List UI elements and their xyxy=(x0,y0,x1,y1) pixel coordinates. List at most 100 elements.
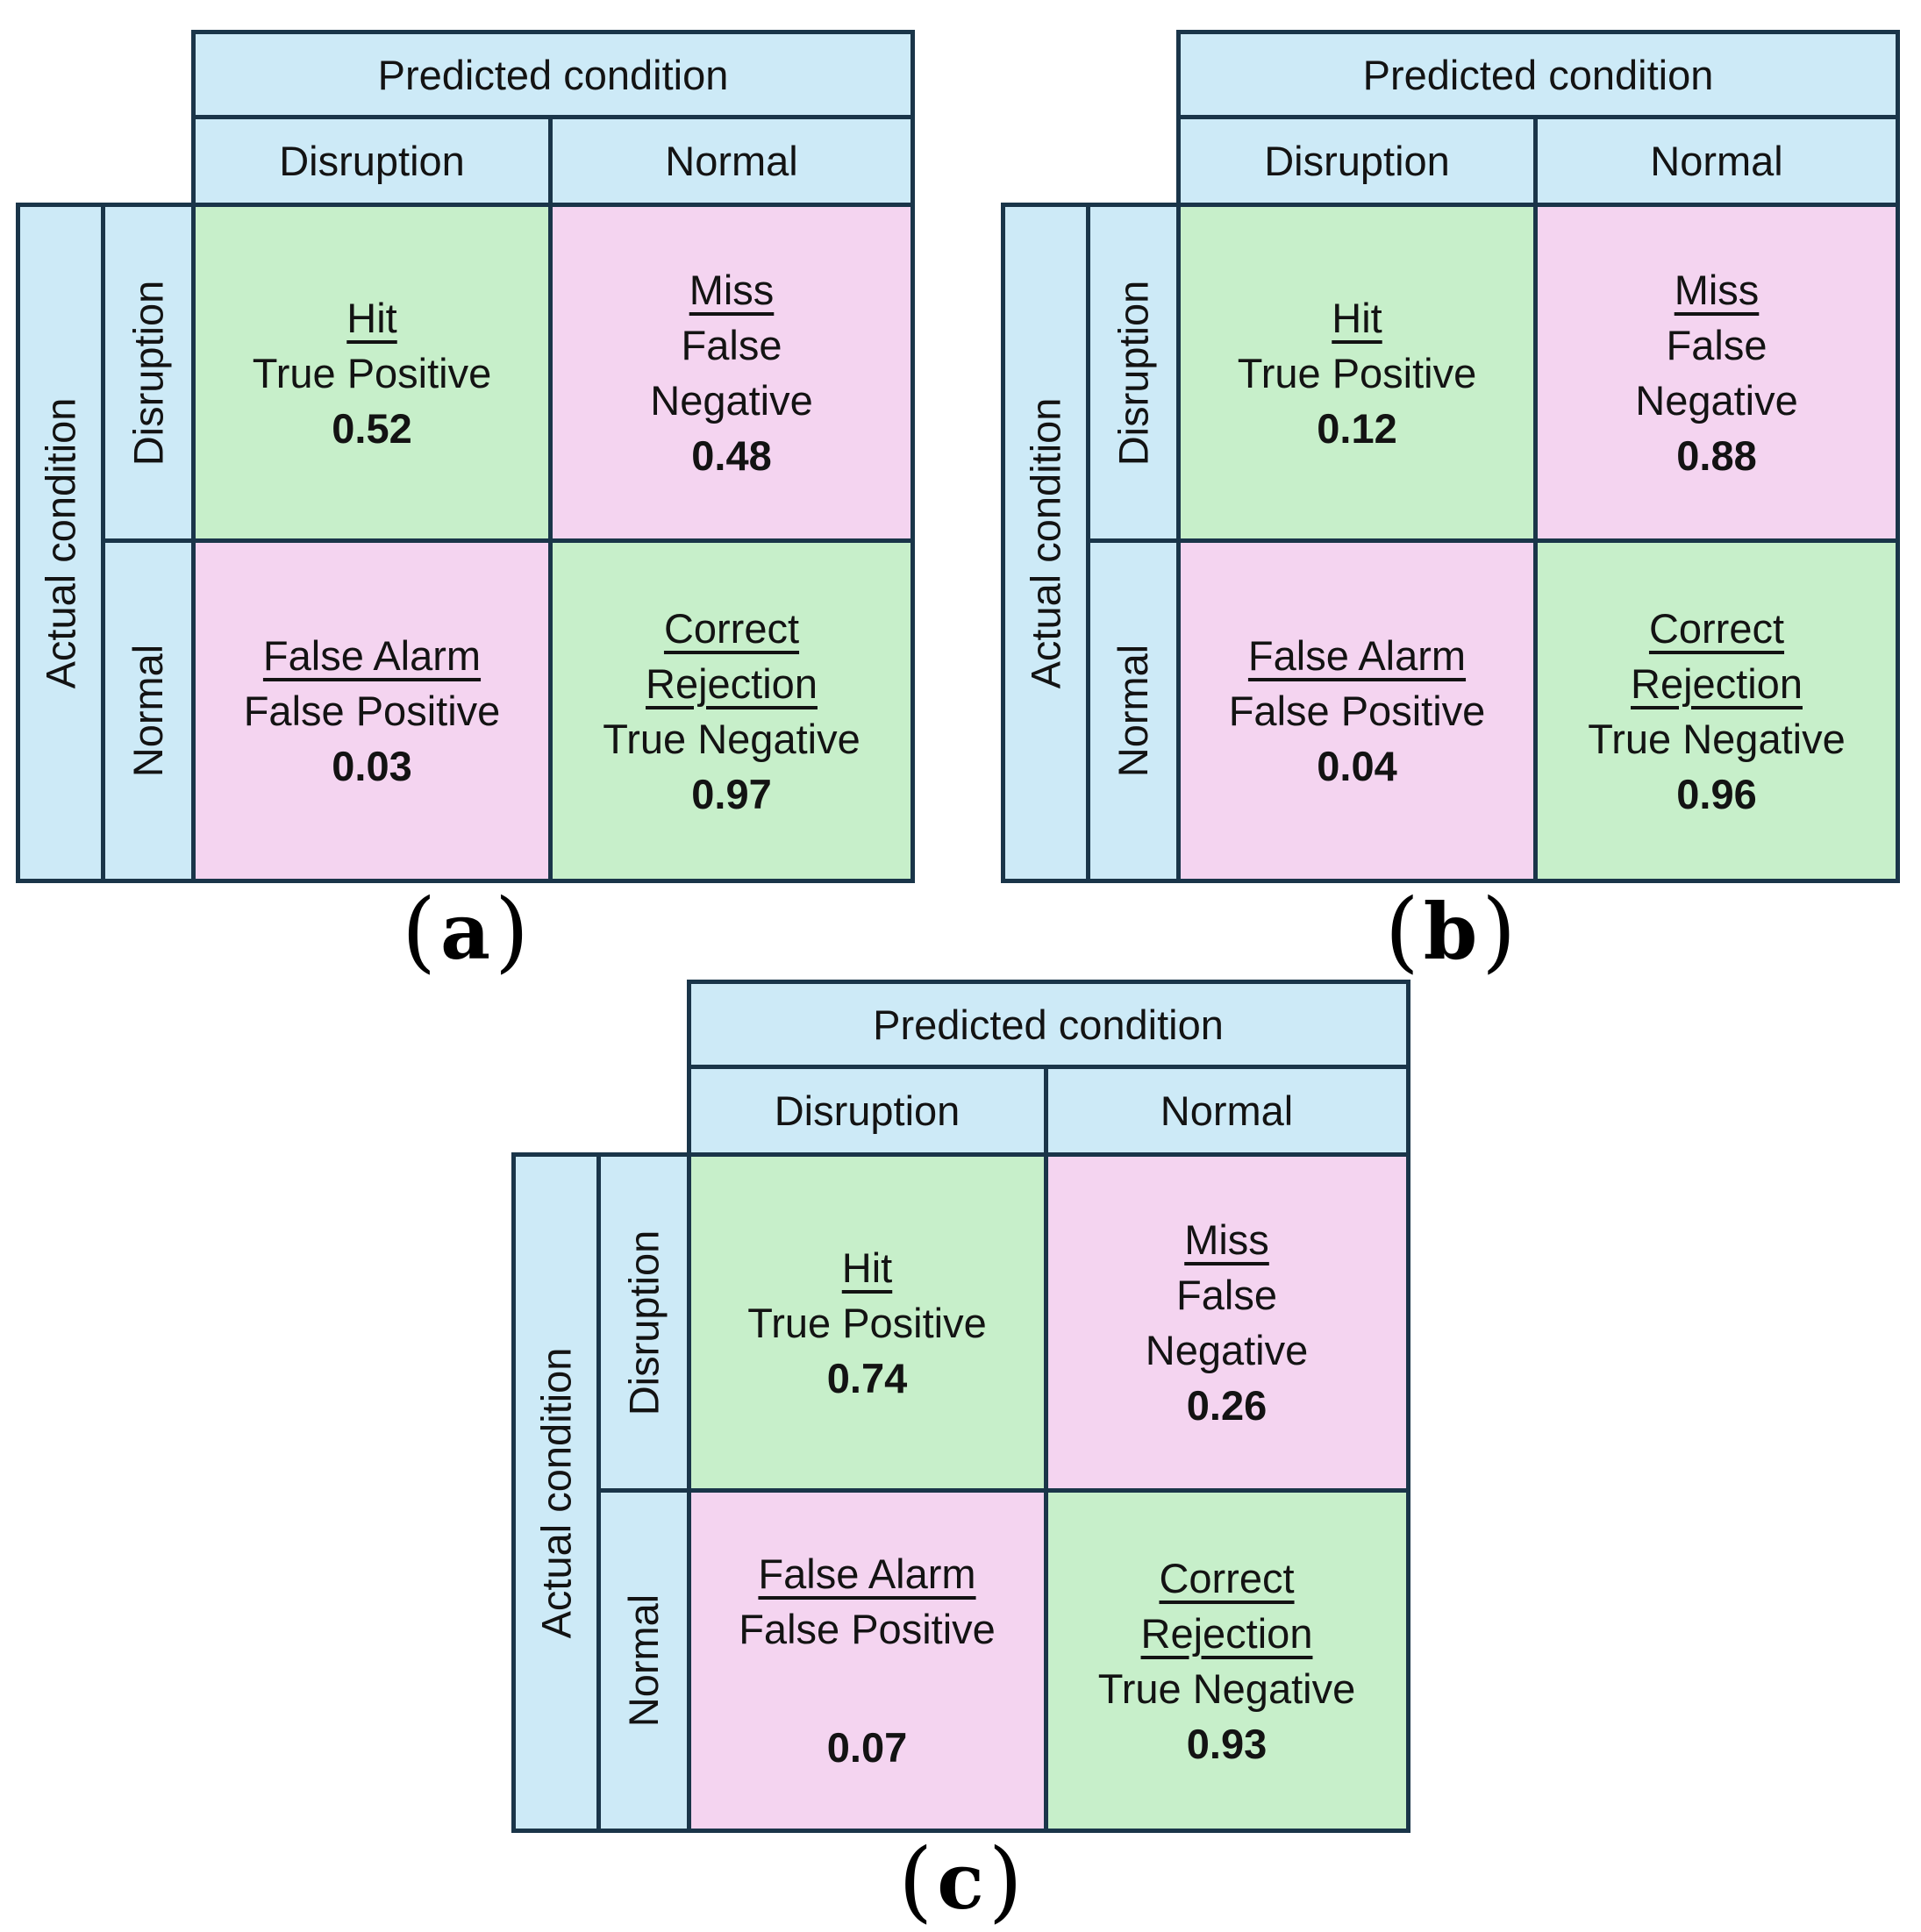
cell-subtitle: Negative xyxy=(1145,1327,1309,1373)
hit-value: 0.74 xyxy=(826,1354,908,1401)
cell-title: False Alarm xyxy=(758,1551,976,1597)
cell-hit-true-positive: Hit True Positive 0.12 xyxy=(1181,207,1533,538)
hit-value: 0.52 xyxy=(332,404,412,452)
correct-rejection-value: 0.93 xyxy=(1186,1720,1268,1767)
false-alarm-value: 0.03 xyxy=(332,743,412,789)
cell-title: False Alarm xyxy=(1247,632,1467,679)
cell-title: Correct xyxy=(1648,604,1785,652)
corner-spacer xyxy=(16,30,191,203)
caption-letter: b xyxy=(1423,886,1478,977)
row-header-normal: Normal xyxy=(105,543,191,879)
actual-condition-header: Actual condition xyxy=(1005,207,1086,879)
cell-title: Hit xyxy=(1332,294,1382,341)
actual-condition-label: Actual condition xyxy=(1022,397,1069,688)
cell-hit-true-positive: Hit True Positive 0.52 xyxy=(196,207,548,538)
corner-spacer xyxy=(1001,30,1176,203)
caption-paren: ) xyxy=(988,1829,1023,1932)
cell-subtitle: Negative xyxy=(650,377,813,424)
confusion-matrix-figure-a: Predicted condition Disruption Normal Ac… xyxy=(16,30,915,980)
cell-subtitle: True Positive xyxy=(747,1299,987,1346)
col-header-disruption: Disruption xyxy=(690,1069,1044,1152)
col-header-disruption: Disruption xyxy=(196,119,548,203)
row-normal-label: Normal xyxy=(125,644,172,778)
miss-value: 0.26 xyxy=(1186,1382,1268,1429)
cell-title: Rejection xyxy=(1140,1609,1313,1657)
cell-title: Correct xyxy=(663,604,800,652)
top-row: Predicted condition Disruption Normal Ac… xyxy=(0,30,1921,980)
confusion-matrix-c: Predicted condition Disruption Normal Ac… xyxy=(511,980,1410,1833)
cell-hit-true-positive: Hit True Positive 0.74 xyxy=(690,1157,1044,1488)
col-header-disruption: Disruption xyxy=(1181,119,1533,203)
col-header-normal: Normal xyxy=(1538,119,1896,203)
cell-subtitle: False xyxy=(1176,1272,1277,1318)
row-header-disruption: Disruption xyxy=(105,207,191,538)
row-normal-label: Normal xyxy=(620,1593,667,1728)
correct-rejection-value: 0.96 xyxy=(1676,770,1757,817)
row-disruption-label: Disruption xyxy=(620,1230,667,1415)
caption-b: (b) xyxy=(1001,883,1900,980)
actual-condition-label: Actual condition xyxy=(532,1347,580,1638)
cell-title: Rejection xyxy=(1631,659,1803,707)
row-header-normal: Normal xyxy=(600,1493,687,1829)
caption-a: (a) xyxy=(16,883,915,980)
cell-correct-rejection-true-negative: Correct Rejection True Negative 0.96 xyxy=(1538,543,1896,879)
cell-subtitle: False Positive xyxy=(1228,688,1486,734)
cell-title: Miss xyxy=(1184,1216,1269,1263)
predicted-condition-header: Predicted condition xyxy=(1181,34,1896,115)
cell-miss-false-negative: Miss False Negative 0.88 xyxy=(1538,207,1896,538)
row-header-normal: Normal xyxy=(1090,543,1176,879)
row-normal-label: Normal xyxy=(1110,644,1157,778)
cell-title: Miss xyxy=(689,267,775,313)
cell-correct-rejection-true-negative: Correct Rejection True Negative 0.97 xyxy=(553,543,911,879)
false-alarm-value: 0.04 xyxy=(1317,743,1397,789)
cell-subtitle: False Positive xyxy=(243,688,501,734)
actual-condition-header: Actual condition xyxy=(515,1157,596,1829)
col-header-normal: Normal xyxy=(553,119,911,203)
cell-miss-false-negative: Miss False Negative 0.26 xyxy=(1047,1157,1406,1488)
confusion-matrix-figure-c: Predicted condition Disruption Normal Ac… xyxy=(511,980,1410,1929)
actual-condition-header: Actual condition xyxy=(20,207,101,879)
corner-spacer xyxy=(511,980,687,1152)
cell-miss-false-negative: Miss False Negative 0.48 xyxy=(553,207,911,538)
cell-subtitle: True Positive xyxy=(1237,349,1477,396)
cell-subtitle: False Positive xyxy=(739,1606,996,1652)
caption-paren: ( xyxy=(898,1829,933,1932)
caption-letter: c xyxy=(937,1836,984,1927)
cell-title: Correct xyxy=(1159,1554,1295,1601)
cell-title: Hit xyxy=(346,294,397,341)
confusion-matrix-b: Predicted condition Disruption Normal Ac… xyxy=(1001,30,1900,883)
cell-false-alarm-false-positive: False Alarm False Positive 0.04 xyxy=(1181,543,1533,879)
correct-rejection-value: 0.97 xyxy=(691,770,772,817)
cell-title: Miss xyxy=(1674,267,1760,313)
false-alarm-value: 0.07 xyxy=(826,1724,908,1771)
caption-paren: ) xyxy=(495,880,530,982)
cell-subtitle: True Negative xyxy=(603,715,861,762)
predicted-condition-header: Predicted condition xyxy=(196,34,911,115)
predicted-condition-header: Predicted condition xyxy=(690,984,1406,1065)
cell-subtitle: False xyxy=(1666,322,1767,368)
cell-subtitle: Negative xyxy=(1635,377,1798,424)
caption-letter: a xyxy=(439,886,491,977)
caption-paren: ( xyxy=(1384,880,1419,982)
row-header-disruption: Disruption xyxy=(1090,207,1176,538)
cell-title: Hit xyxy=(841,1244,893,1291)
cell-subtitle: False xyxy=(681,322,782,368)
confusion-matrix-figure-b: Predicted condition Disruption Normal Ac… xyxy=(1001,30,1900,980)
col-header-normal: Normal xyxy=(1047,1069,1406,1152)
cell-correct-rejection-true-negative: Correct Rejection True Negative 0.93 xyxy=(1047,1493,1406,1829)
cell-false-alarm-false-positive: False Alarm False Positive 0.07 xyxy=(690,1493,1044,1829)
actual-condition-label: Actual condition xyxy=(37,397,84,688)
confusion-matrix-a: Predicted condition Disruption Normal Ac… xyxy=(16,30,915,883)
miss-value: 0.88 xyxy=(1676,432,1757,479)
cell-subtitle: True Negative xyxy=(1097,1665,1356,1712)
row-disruption-label: Disruption xyxy=(1110,280,1157,466)
miss-value: 0.48 xyxy=(691,432,772,479)
caption-paren: ( xyxy=(401,880,436,982)
cell-title: False Alarm xyxy=(262,632,482,679)
caption-paren: ) xyxy=(1482,880,1517,982)
caption-c: (c) xyxy=(511,1833,1410,1929)
hit-value: 0.12 xyxy=(1317,404,1397,452)
cell-title: Rejection xyxy=(646,659,818,707)
row-header-disruption: Disruption xyxy=(600,1157,687,1488)
